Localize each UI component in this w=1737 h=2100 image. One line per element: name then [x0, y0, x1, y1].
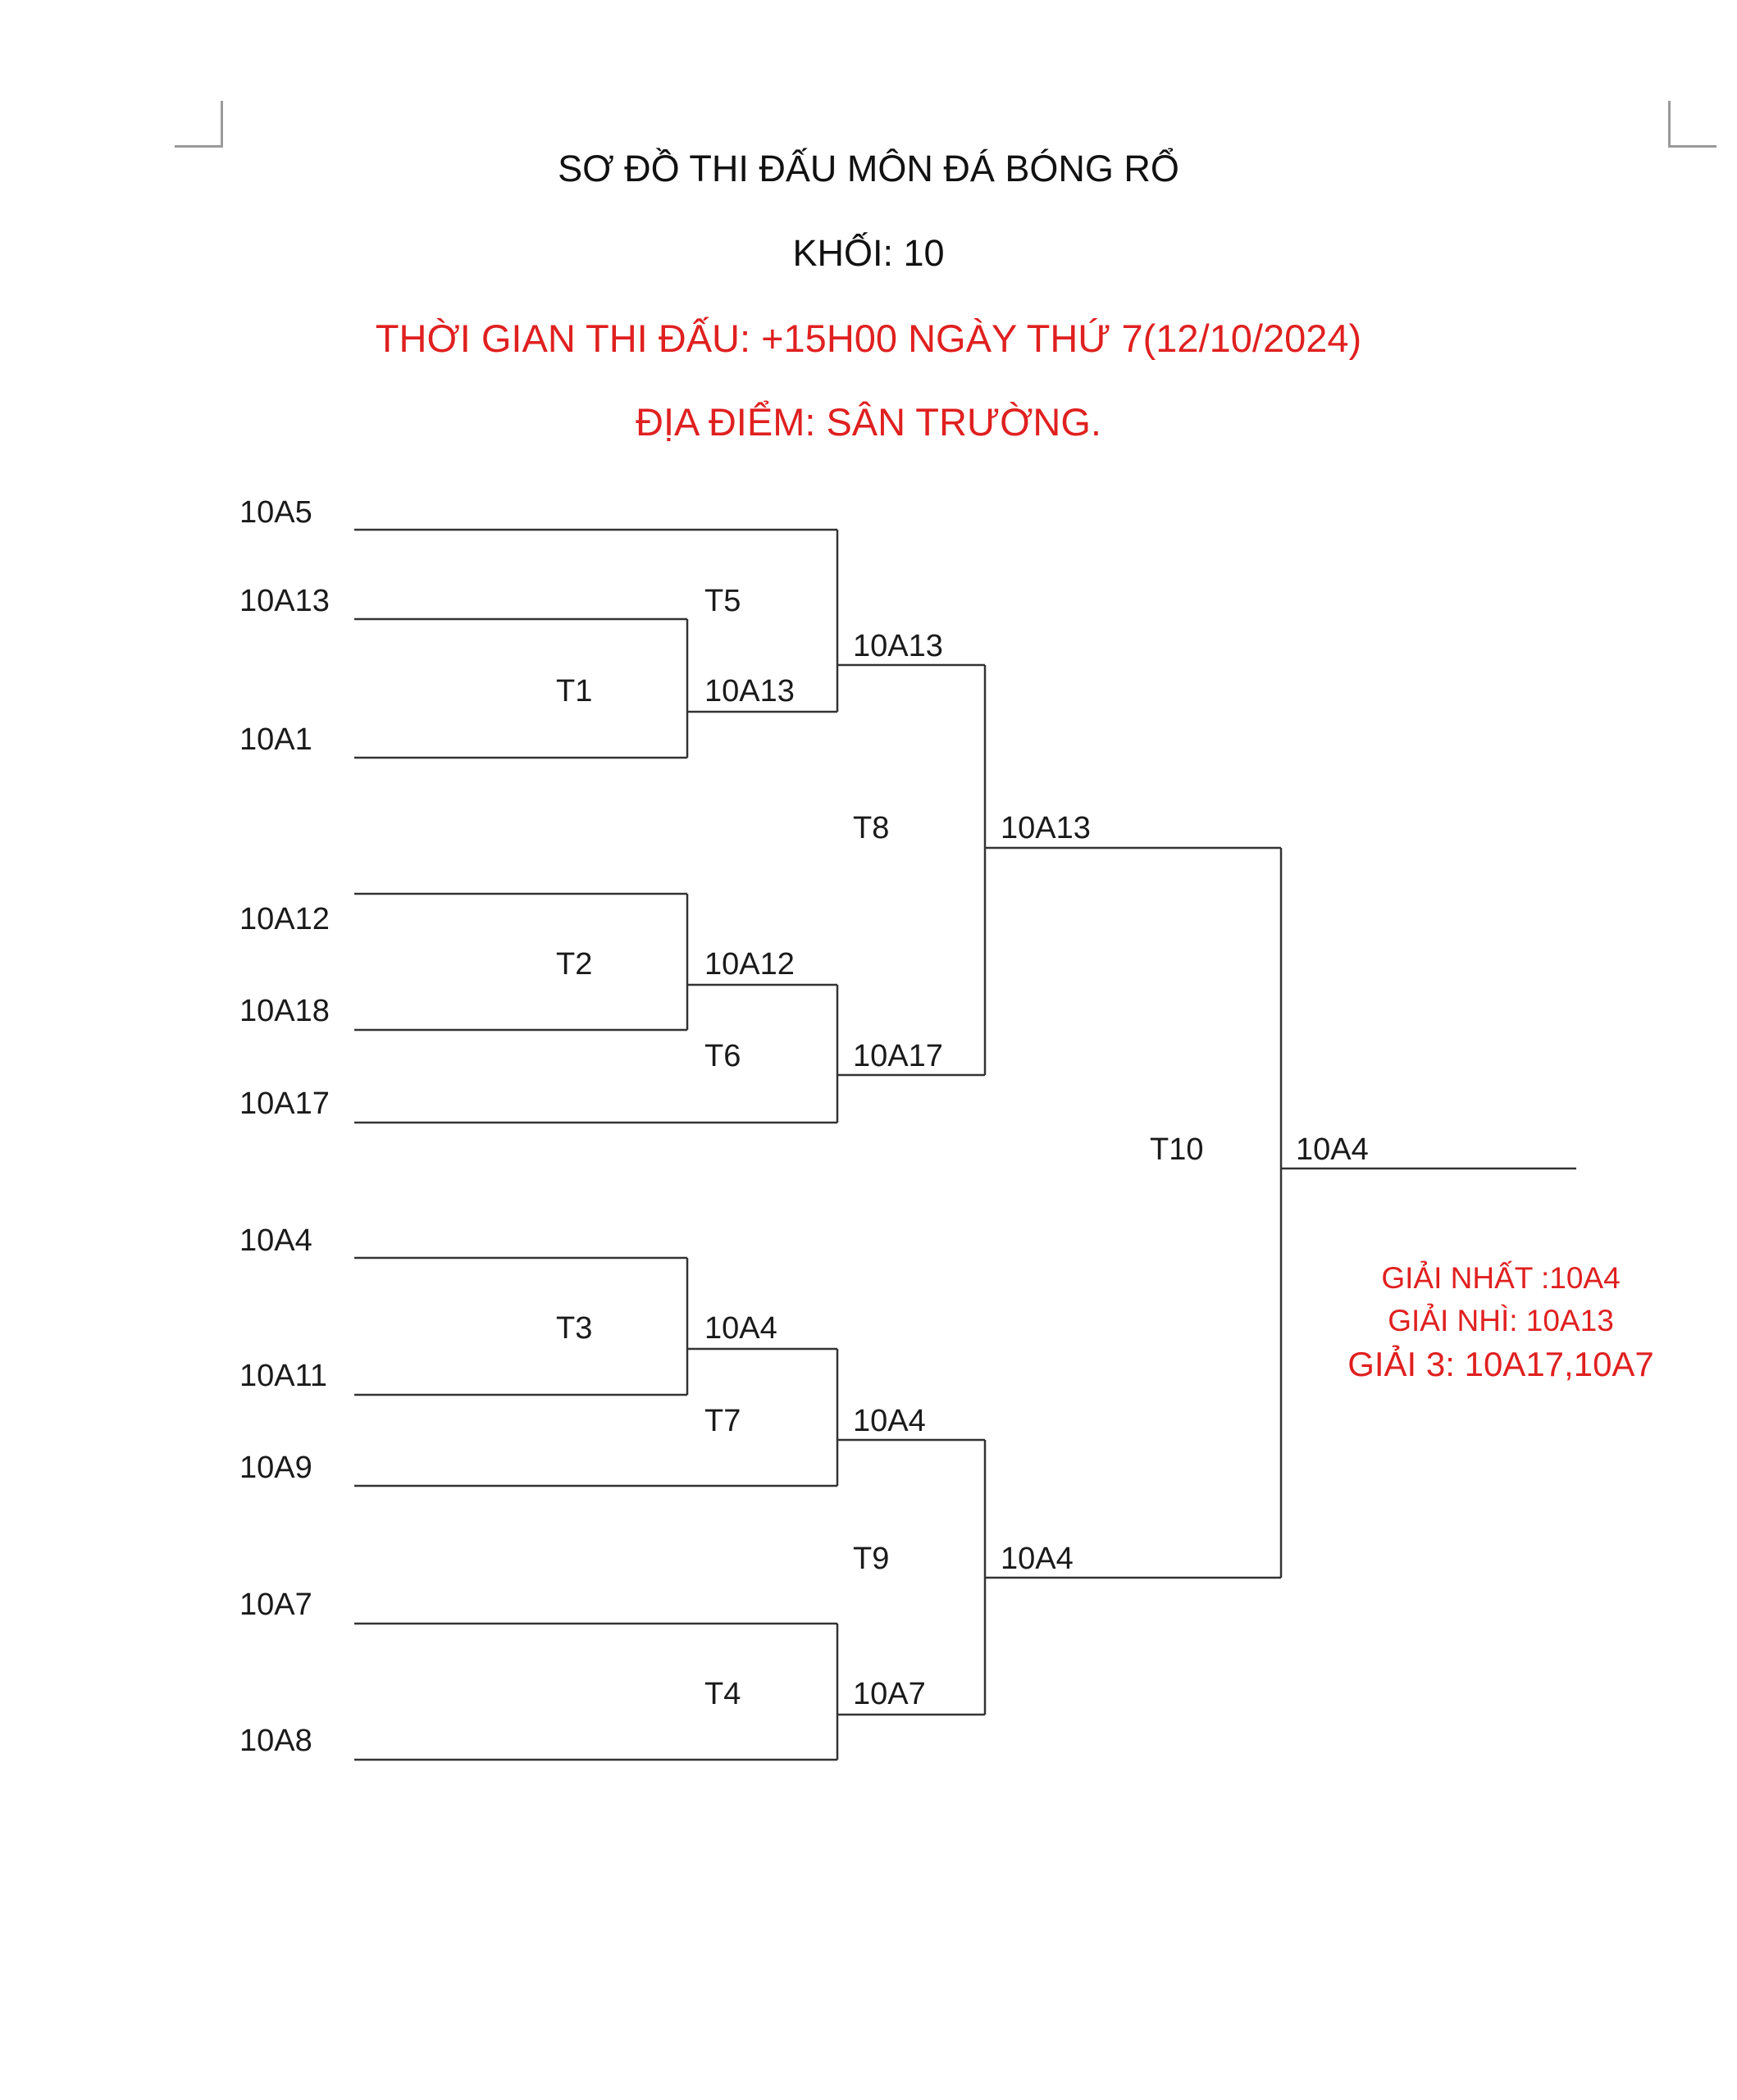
- winner-label-t10: 10A4: [1296, 1132, 1369, 1167]
- match-label-t2: T2: [556, 947, 592, 982]
- team-label: 10A7: [239, 1588, 312, 1622]
- prize-third: GIẢI 3: 10A17,10A7: [1347, 1345, 1654, 1383]
- winner-labels: 10A13 10A12 10A4 10A7 10A13 10A17 10A4 1…: [704, 629, 1369, 1711]
- winner-label-t7: 10A4: [853, 1404, 926, 1438]
- team-label: 10A11: [239, 1359, 327, 1393]
- team-label: 10A1: [239, 722, 312, 757]
- match-venue: ĐỊA ĐIỂM: SÂN TRƯỜNG.: [636, 400, 1101, 444]
- winner-label-t6: 10A17: [853, 1039, 943, 1073]
- match-label-t1: T1: [556, 674, 592, 708]
- winner-label-t3: 10A4: [704, 1311, 777, 1346]
- team-labels: 10A5 10A13 10A1 10A12 10A18 10A17 10A4 1…: [239, 495, 330, 1758]
- match-label-t7: T7: [704, 1404, 741, 1438]
- winner-label-t8: 10A13: [1001, 811, 1091, 845]
- team-label: 10A13: [239, 584, 330, 618]
- match-label-t8: T8: [853, 811, 889, 845]
- team-label: 10A17: [239, 1086, 330, 1121]
- page-title: SƠ ĐỒ THI ĐẤU MÔN ĐÁ BÓNG RỔ: [558, 148, 1179, 189]
- match-time: THỜI GIAN THI ĐẤU: +15H00 NGÀY THỨ 7(12/…: [375, 317, 1362, 360]
- prize-second: GIẢI NHÌ: 10A13: [1388, 1304, 1614, 1337]
- team-label: 10A5: [239, 495, 312, 530]
- match-label-t5: T5: [704, 584, 741, 618]
- winner-label-t4: 10A7: [853, 1677, 926, 1711]
- match-label-t4: T4: [704, 1677, 741, 1711]
- team-label: 10A9: [239, 1451, 312, 1485]
- winner-label-t5: 10A13: [853, 629, 943, 663]
- team-label: 10A12: [239, 902, 330, 936]
- winner-label-t1: 10A13: [704, 674, 795, 708]
- crop-mark-top-right: [1668, 101, 1716, 148]
- team-label: 10A8: [239, 1724, 312, 1758]
- match-label-t9: T9: [853, 1542, 889, 1576]
- team-label: 10A4: [239, 1223, 312, 1258]
- prize-first: GIẢI NHẤT :10A4: [1381, 1261, 1621, 1295]
- crop-mark-top-left: [175, 101, 223, 148]
- grade-label: KHỐI: 10: [792, 232, 945, 274]
- bracket-lines: [354, 528, 1576, 1761]
- winner-label-t2: 10A12: [704, 947, 795, 982]
- match-labels: T1 T2 T3 T4 T5 T6 T7 T8 T9 T10: [556, 584, 1203, 1711]
- winner-label-t9: 10A4: [1001, 1542, 1074, 1576]
- team-label: 10A18: [239, 994, 330, 1028]
- match-label-t3: T3: [556, 1311, 592, 1346]
- match-label-t6: T6: [704, 1039, 741, 1073]
- match-label-t10: T10: [1150, 1132, 1203, 1167]
